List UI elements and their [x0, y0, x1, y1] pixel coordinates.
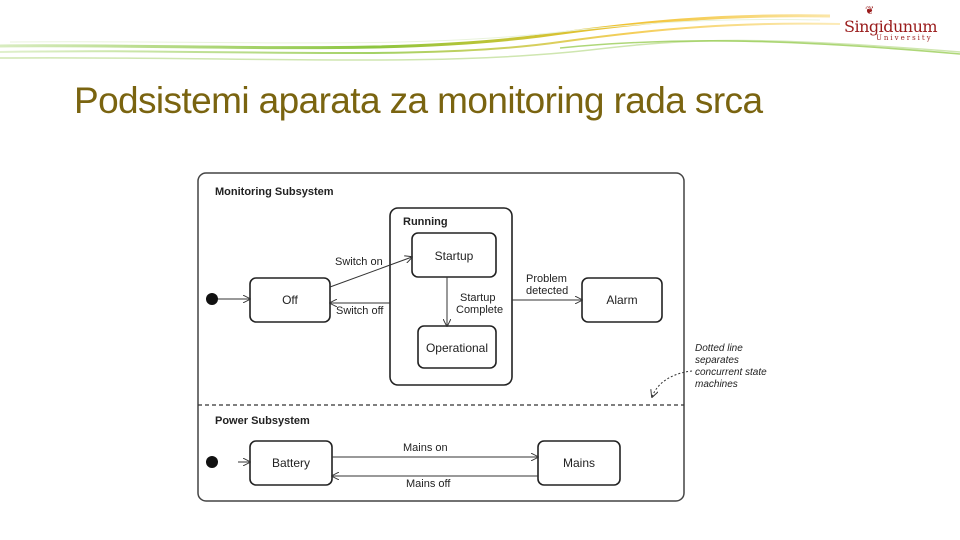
- note-line-3: concurrent state: [695, 367, 767, 378]
- switch-on-label: Switch on: [335, 256, 383, 268]
- state-battery-label: Battery: [272, 456, 310, 470]
- state-alarm-label: Alarm: [606, 293, 637, 307]
- state-operational-label: Operational: [426, 341, 488, 355]
- state-operational: [417, 325, 497, 369]
- page-title: Podsistemi aparata za monitoring rada sr…: [74, 80, 763, 121]
- state-startup: [411, 232, 497, 278]
- logo-name: Singidunum: [844, 17, 938, 36]
- mains-off-label: Mains off: [406, 478, 451, 490]
- header-swoosh: [0, 14, 960, 61]
- monitoring-initial-state: [206, 293, 218, 305]
- crest-icon: ❦: [865, 5, 875, 17]
- monitoring-region-label: Monitoring Subsystem: [215, 186, 334, 198]
- switch-on-arrow: [329, 257, 412, 288]
- state-startup-label: Startup: [435, 249, 474, 263]
- university-logo: ❦ Singidunum University: [838, 5, 938, 43]
- startup-complete-line-2: Complete: [456, 304, 503, 316]
- problem-detected-line-1: Problem: [526, 273, 567, 285]
- problem-detected-line-2: detected: [526, 285, 568, 297]
- note-line-2: separates: [695, 355, 739, 366]
- note-line-4: machines: [695, 379, 738, 390]
- mains-on-label: Mains on: [403, 442, 448, 454]
- note-pointer-arrow: [652, 370, 693, 397]
- startup-complete-label: Startup Complete: [456, 292, 503, 316]
- power-initial-state: [206, 456, 218, 468]
- logo-subtitle: University: [876, 34, 933, 42]
- problem-detected-label: Problem detected: [526, 273, 570, 297]
- state-mains-label: Mains: [563, 456, 595, 470]
- dotted-line-note: Dotted line separates concurrent state m…: [695, 343, 770, 390]
- state-off-label: Off: [282, 293, 298, 307]
- running-state-label: Running: [403, 216, 448, 228]
- power-region-label: Power Subsystem: [215, 415, 310, 427]
- startup-complete-line-1: Startup: [460, 292, 495, 304]
- state-machine-diagram: Monitoring Subsystem Power Subsystem Run…: [197, 172, 770, 502]
- state-mains: [537, 440, 621, 486]
- note-line-1: Dotted line: [695, 343, 743, 354]
- switch-off-label: Switch off: [336, 305, 384, 317]
